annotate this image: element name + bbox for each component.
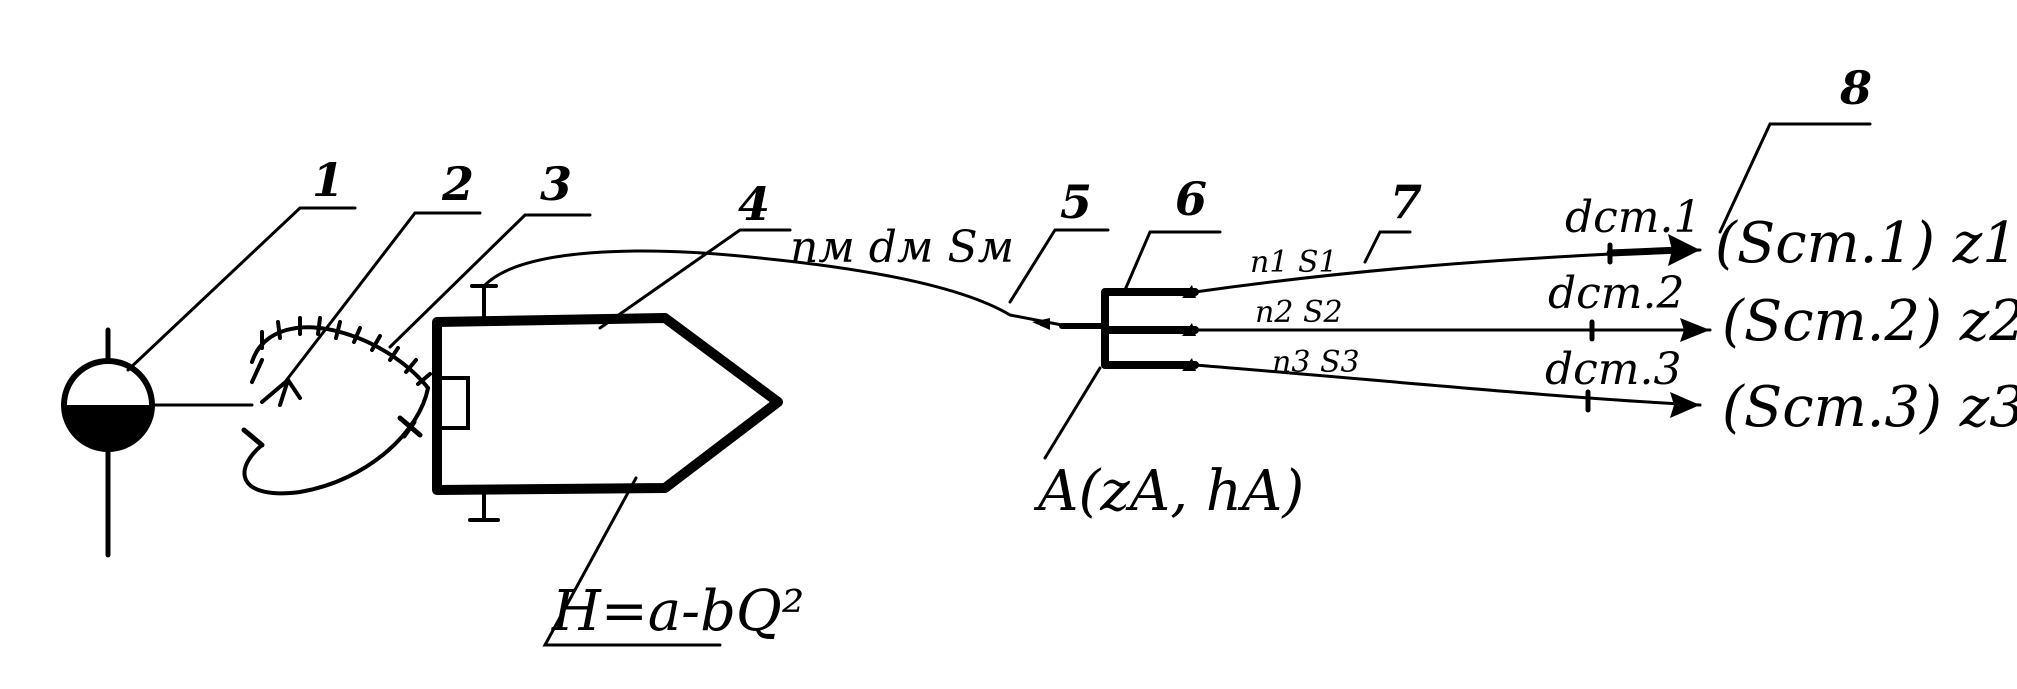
callout-3: 3 xyxy=(540,157,572,211)
callout-1: 1 xyxy=(312,153,344,207)
callout-8: 8 xyxy=(1839,61,1872,115)
callout-7: 7 xyxy=(1390,175,1422,229)
node-manifold xyxy=(1059,288,1199,369)
callout-5: 5 xyxy=(1060,175,1092,229)
callout-6: 6 xyxy=(1175,172,1207,226)
branch3-label: n3 S3 xyxy=(1272,345,1360,380)
stand-pipe-2-label: dст.2 xyxy=(1548,268,1685,319)
outlet-1-label: (Sст.1) z1 xyxy=(1715,211,2017,276)
outlet-3-label: (Sст.3) z3 xyxy=(1722,375,2017,440)
outlet-2-label: (Sст.2) z2 xyxy=(1722,289,2017,354)
main-line-label: nм dм Sм xyxy=(790,222,1014,273)
reservoir-symbol xyxy=(61,327,254,558)
stand-pipe-1-label: dст.1 xyxy=(1565,192,1702,243)
pump-body xyxy=(432,284,783,522)
main-pipeline xyxy=(482,249,1064,330)
suction-hatch xyxy=(260,316,432,386)
callout-2: 2 xyxy=(441,157,474,211)
callout-leaders xyxy=(126,122,1872,647)
suction-pipe-loop xyxy=(242,316,432,496)
node-label: A(zA, hA) xyxy=(1033,459,1304,524)
branch2-label: n2 S2 xyxy=(1255,295,1343,330)
stand-pipe-3-label: dст.3 xyxy=(1545,344,1682,395)
branch-pipes xyxy=(1182,234,1712,418)
branch1-label: n1 S1 xyxy=(1250,245,1338,280)
pump-equation-label: H=a-bQ² xyxy=(551,579,804,644)
callout-4: 4 xyxy=(738,177,770,231)
